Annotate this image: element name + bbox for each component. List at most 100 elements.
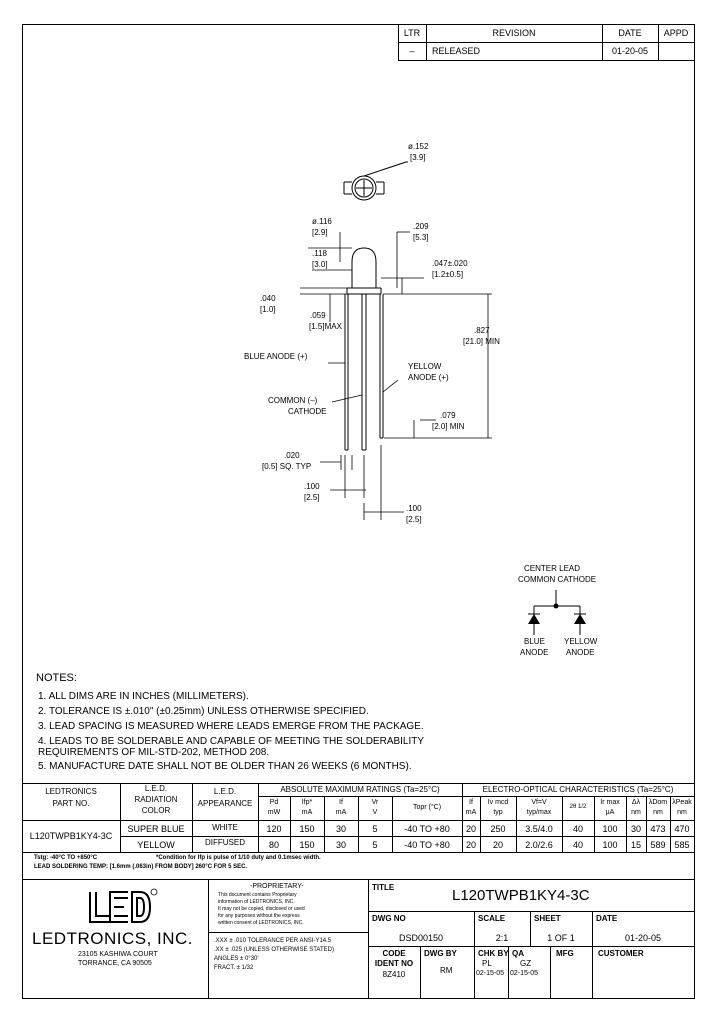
proprietary-line2: information of LEDTRONICS, INC. bbox=[218, 899, 295, 905]
row-yellow-ifp: 150 bbox=[299, 840, 315, 850]
schematic-title-line2: COMMON CATHODE bbox=[518, 575, 597, 584]
th-iv-unit: typ bbox=[493, 809, 503, 816]
row-yellow-color: YELLOW bbox=[137, 840, 175, 850]
proprietary-line5: written consent of LEDTRONICS, INC. bbox=[218, 920, 304, 926]
title-label: TITLE bbox=[372, 883, 395, 892]
notes-heading: NOTES: bbox=[36, 672, 77, 684]
row-blue-delta-lambda: 30 bbox=[630, 824, 641, 834]
row-yellow-angle: 40 bbox=[572, 840, 583, 850]
sheet-border bbox=[22, 24, 695, 999]
th-ir: Ir max bbox=[600, 799, 620, 806]
qa-value: GZ bbox=[520, 959, 532, 968]
company-name: LEDTRONICS, INC. bbox=[32, 929, 194, 948]
th-if2: If bbox=[469, 799, 473, 806]
dim-length-020: .020 bbox=[284, 451, 300, 460]
dwg-by-value: RM bbox=[440, 966, 453, 975]
th-pd: Pd bbox=[269, 799, 279, 806]
th-lambda-peak-unit: nm bbox=[677, 809, 687, 816]
row-yellow-vr: 5 bbox=[372, 840, 378, 850]
th-color-line1: L.E.D. bbox=[144, 784, 168, 793]
dim-length-827-mm: [21.0] MIN bbox=[463, 337, 500, 346]
code-ident-value: 8Z410 bbox=[382, 970, 406, 979]
sheet-label: SHEET bbox=[534, 914, 561, 923]
note-item: 5. MANUFACTURE DATE SHALL NOT BE OLDER T… bbox=[38, 761, 412, 772]
dwg-by-label: DWG BY bbox=[424, 949, 457, 958]
led-logo-mark bbox=[89, 888, 158, 923]
chk-by-label: CHK BY bbox=[478, 949, 509, 958]
qa-date: 02-15-05 bbox=[510, 970, 539, 977]
led-side-view bbox=[344, 247, 384, 451]
dimension-lines bbox=[300, 231, 492, 520]
label-yellow-anode-line2: ANODE (+) bbox=[408, 373, 449, 382]
scale-value: 2:1 bbox=[495, 933, 509, 943]
th-if: If bbox=[339, 799, 343, 806]
dim-length-040-mm: [1.0] bbox=[260, 305, 276, 314]
row-yellow-ir: 100 bbox=[602, 840, 618, 850]
th-view-angle: 2θ 1/2 bbox=[569, 804, 587, 810]
rev-ltr-value: – bbox=[409, 46, 415, 56]
th-vf-unit: typ/max bbox=[526, 809, 552, 816]
footnote-solder: LEAD SOLDERING TEMP: [1.6mm (.063in) FRO… bbox=[34, 864, 248, 870]
row-blue-vf: 3.5/4.0 bbox=[525, 824, 553, 834]
note-item: 2. TOLERANCE IS ±.010" (±0.25mm) UNLESS … bbox=[38, 706, 369, 717]
note-item: 1. ALL DIMS ARE IN INCHES (MILLIMETERS). bbox=[38, 691, 249, 702]
proprietary-line1: This document contains Proprietary bbox=[218, 892, 297, 898]
th-ir-unit: μA bbox=[605, 809, 615, 816]
code-ident-label-line2: IDENT NO bbox=[374, 959, 414, 968]
th-absolute-max: ABSOLUTE MAXIMUM RATINGS (Ta=25°C) bbox=[280, 785, 440, 794]
th-lambda-peak: λPeak bbox=[672, 799, 692, 806]
row-blue-if2: 20 bbox=[465, 824, 476, 834]
tolerance-line1: .XXX ± .010 TOLERANCE PER ANSI-Y14.5 bbox=[214, 938, 332, 944]
company-logo bbox=[88, 888, 158, 930]
cell-appearance-line1: WHITE bbox=[212, 823, 238, 832]
cell-part-no: L120TWPB1KY4-3C bbox=[29, 831, 113, 841]
row-blue-ir: 100 bbox=[602, 824, 618, 834]
row-yellow-topr: -40 TO +80 bbox=[404, 840, 450, 850]
th-vr: Vr bbox=[371, 799, 379, 806]
rev-header-appd: APPD bbox=[663, 28, 689, 38]
rev-header-date: DATE bbox=[618, 28, 642, 38]
row-yellow-vf: 2.0/2.6 bbox=[525, 840, 553, 850]
label-common-line2: CATHODE bbox=[288, 407, 327, 416]
dwg-no-value: DSD00150 bbox=[398, 933, 444, 943]
dim-length-059: .059 bbox=[310, 311, 326, 320]
schematic-yellow-line2: ANODE bbox=[566, 648, 595, 657]
row-blue-vr: 5 bbox=[372, 824, 378, 834]
dim-length-100b: .100 bbox=[406, 504, 422, 513]
dim-dia-body: ø.116 bbox=[312, 217, 332, 226]
title-block-lines bbox=[22, 879, 694, 998]
row-yellow-iv: 20 bbox=[492, 840, 503, 850]
row-yellow-if2: 20 bbox=[465, 840, 476, 850]
row-yellow-if: 30 bbox=[335, 840, 346, 850]
dim-length-209-mm: [5.3] bbox=[413, 233, 429, 242]
customer-label: CUSTOMER bbox=[598, 949, 644, 958]
th-vf: Vf=V bbox=[531, 799, 547, 806]
proprietary-line3: It may not be copied, disclosed or used bbox=[218, 906, 305, 912]
rev-date-value: 01-20-05 bbox=[611, 46, 649, 56]
rev-header-revision: REVISION bbox=[492, 28, 536, 38]
schematic-blue-line1: BLUE bbox=[524, 637, 545, 646]
sheet-value: 1 OF 1 bbox=[547, 933, 575, 943]
th-delta-lambda: Δλ bbox=[631, 799, 641, 806]
dim-dia-body-mm: [2.9] bbox=[312, 228, 328, 237]
footnote-tstg: Tstg: -40°C TO +850°C bbox=[34, 855, 98, 861]
cell-appearance-line2: DIFFUSED bbox=[205, 838, 245, 847]
row-yellow-delta-lambda: 15 bbox=[630, 840, 641, 850]
mfg-label: MFG bbox=[556, 949, 574, 958]
row-blue-iv: 250 bbox=[490, 824, 506, 834]
schematic-blue-line2: ANODE bbox=[520, 648, 549, 657]
chk-by-date: 02-15-05 bbox=[476, 970, 505, 977]
th-appearance-line2: APPEARANCE bbox=[197, 799, 253, 808]
dim-dia-top: ø.152 bbox=[408, 142, 429, 151]
date-value: 01-20-05 bbox=[624, 933, 662, 943]
th-appearance-line1: L.E.D. bbox=[213, 787, 237, 796]
rev-header-ltr: LTR bbox=[403, 28, 421, 38]
cathode-schematic bbox=[528, 590, 586, 635]
row-blue-pd: 120 bbox=[266, 824, 282, 834]
th-part-line2: PART NO. bbox=[52, 799, 90, 808]
row-blue-if: 30 bbox=[335, 824, 346, 834]
scale-label: SCALE bbox=[478, 914, 506, 923]
qa-label: QA bbox=[512, 949, 524, 958]
dim-length-020-mm: [0.5] SQ. TYP bbox=[262, 462, 312, 471]
